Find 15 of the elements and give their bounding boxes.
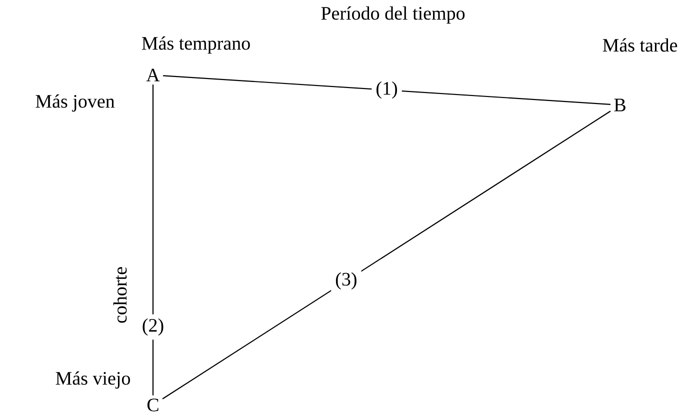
- axis-label: Más temprano: [142, 36, 250, 54]
- edge-label: (1): [372, 77, 402, 103]
- connector-line: [152, 84, 154, 396]
- axis-label: cohorte: [113, 267, 127, 323]
- vertex-letter: C: [147, 398, 158, 412]
- edge-label: (2): [138, 314, 168, 340]
- vertex-letter: B: [614, 98, 626, 112]
- edge-label: (3): [331, 268, 362, 294]
- axis-label: Más tarde: [602, 38, 678, 52]
- vertex-letter: A: [146, 68, 160, 82]
- connector-line: [162, 110, 611, 400]
- title: Período del tiempo: [321, 6, 465, 24]
- axis-label: Más joven: [36, 94, 115, 112]
- connector-line: [163, 75, 611, 105]
- axis-label: Más viejo: [56, 371, 130, 389]
